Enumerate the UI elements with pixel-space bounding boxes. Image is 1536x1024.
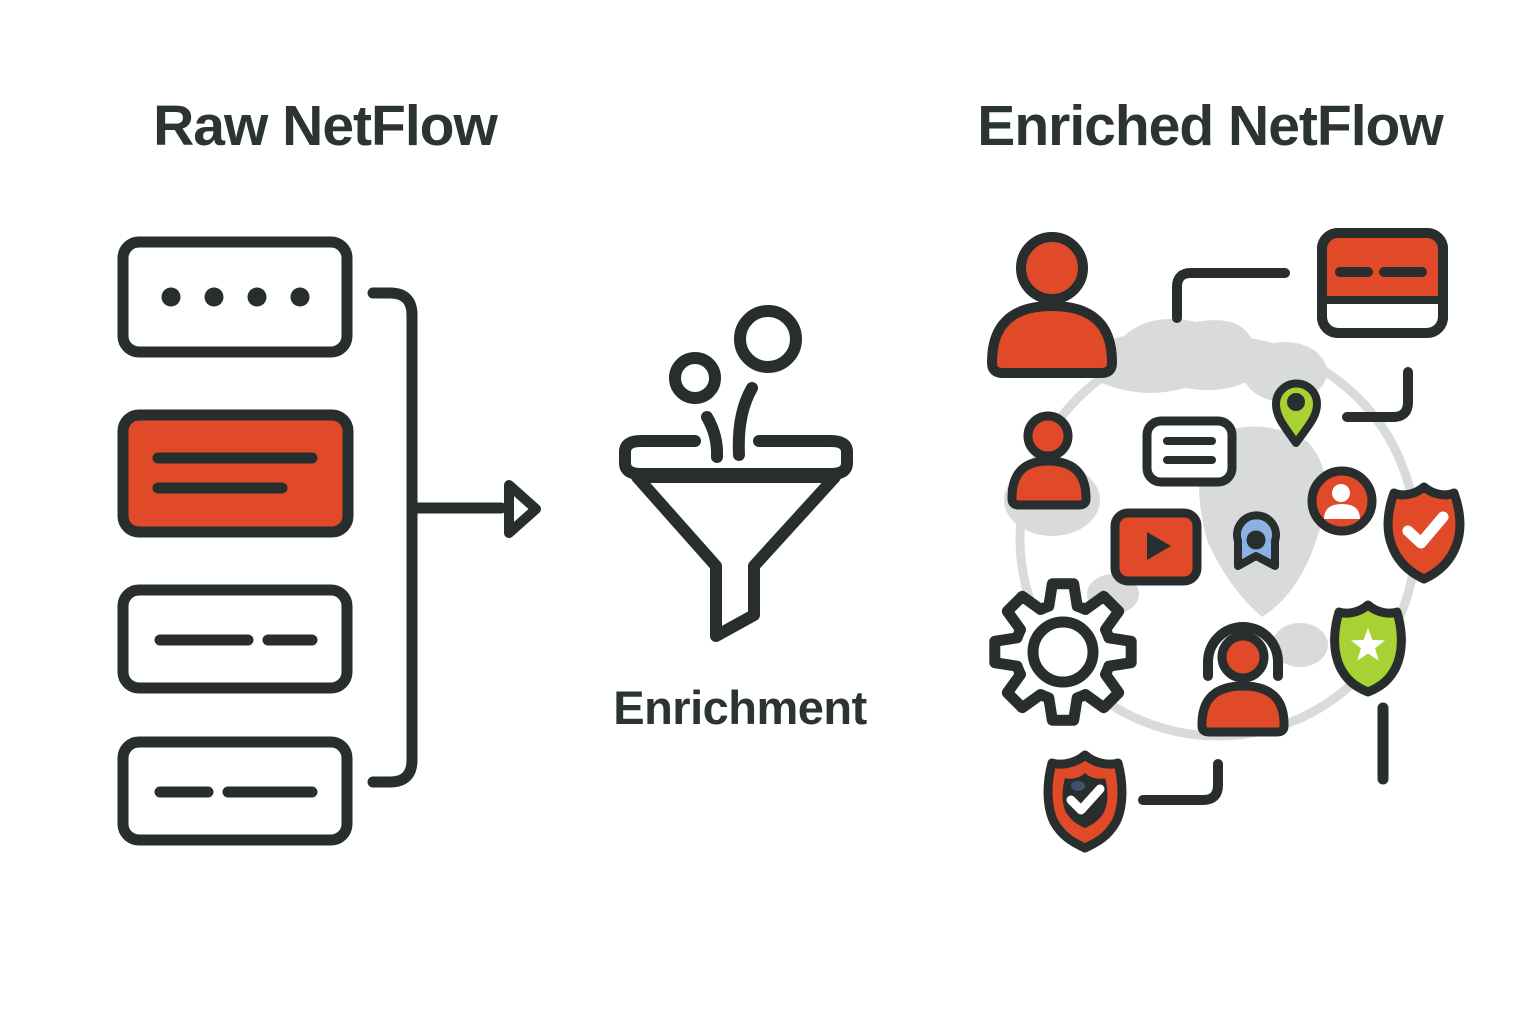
award-badge-icon [1233, 511, 1280, 570]
note-card-icon [1142, 416, 1237, 487]
gear-icon [989, 578, 1137, 726]
raw-netflow-stack [117, 236, 541, 846]
grouping-bracket [367, 287, 418, 788]
flow-record-dashes-1 [117, 584, 353, 694]
enriched-netflow-cluster [987, 228, 1465, 853]
enrichment-funnel-icon [619, 305, 853, 642]
location-pin-icon [1272, 379, 1321, 447]
droplet-bubble [734, 305, 802, 373]
enriched-netflow-title: Enriched NetFlow [977, 94, 1443, 158]
dot-glyph [247, 287, 267, 307]
droplet-bubble [669, 352, 721, 404]
dot-glyph [161, 287, 181, 307]
shield-check-icon [1383, 482, 1465, 584]
droplet-trail [701, 411, 724, 463]
connector-right-elbow [1342, 367, 1413, 422]
enrichment-label: Enrichment [613, 681, 867, 734]
raw-netflow-title: Raw NetFlow [153, 94, 498, 158]
support-agent-icon [1197, 622, 1289, 737]
shield-verified-icon [1043, 750, 1127, 853]
credit-card-icon [1317, 228, 1448, 338]
globe-landmass [1272, 623, 1328, 667]
dot-glyph [290, 287, 310, 307]
flow-record-highlighted [117, 409, 354, 538]
video-play-icon [1110, 508, 1202, 586]
flow-record-dashes-2 [117, 736, 353, 846]
globe-landmass [1090, 319, 1270, 393]
connector-top-elbow [1172, 268, 1290, 323]
connector-bottom-elbow [1138, 759, 1223, 805]
shield-star-icon [1330, 600, 1406, 697]
dot-glyph [204, 287, 224, 307]
flow-arrow-head [504, 480, 541, 538]
flow-record-dots [117, 236, 353, 358]
user-small-icon [1007, 411, 1091, 510]
contact-badge-icon [1307, 466, 1377, 536]
user-large-icon [987, 232, 1117, 378]
droplet-trail [732, 382, 758, 461]
funnel-body [631, 471, 841, 642]
